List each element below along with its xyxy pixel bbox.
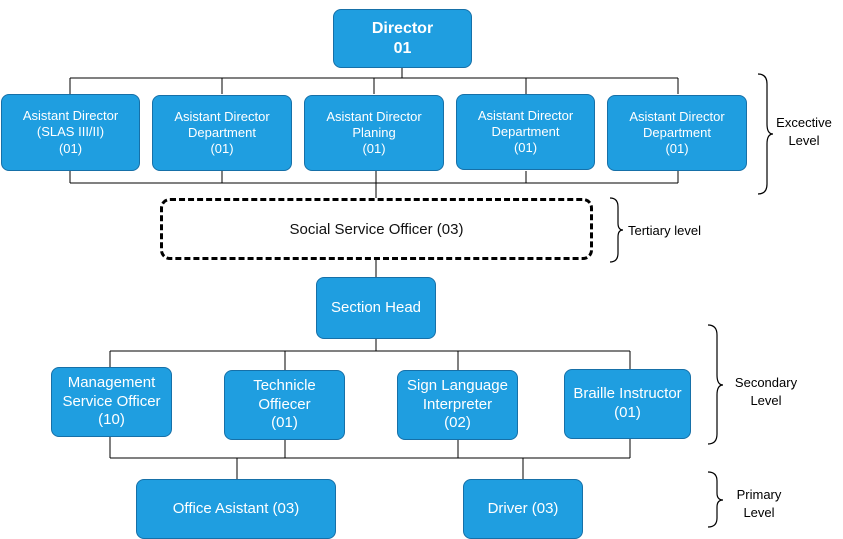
director-count: 01 (393, 39, 412, 57)
director-box: Director 01 (333, 9, 472, 68)
driver-label: Driver (03) (487, 499, 559, 517)
box-line: Sign Language (407, 376, 508, 394)
level-label-line: Secondary (734, 375, 798, 390)
level-label-line: Primary (736, 487, 782, 502)
box-line: Offiecer (258, 395, 311, 413)
level-label-line: Level (788, 132, 820, 148)
social-service-officer-label: Social Service Officer (03) (289, 220, 464, 238)
secondary-level-brace (707, 324, 724, 445)
box-line: Management (67, 373, 156, 391)
executive-level-label: Excective Level (770, 114, 838, 149)
box-count: (01) (614, 404, 641, 421)
box-count: (01) (210, 141, 234, 157)
assistant-director-box: Asistant Director Planing (01) (304, 95, 444, 171)
technical-officer-box: Technicle Offiecer (01) (224, 370, 345, 440)
level-label-line: Tertiary level (628, 223, 701, 238)
box-line: Asistant Director (629, 108, 725, 124)
box-line: Asistant Director (22, 108, 119, 124)
driver-box: Driver (03) (463, 479, 583, 539)
box-line: Department (188, 124, 256, 140)
assistant-director-box: Asistant Director Department (01) (456, 94, 595, 170)
director-title: Director (371, 19, 434, 37)
primary-level-label: Primary Level (727, 486, 791, 521)
box-count: (01) (513, 140, 538, 156)
office-assistant-box: Office Asistant (03) (136, 479, 336, 539)
office-assistant-label: Office Asistant (03) (172, 499, 300, 517)
level-label-line: Level (743, 504, 775, 520)
executive-level-brace (757, 73, 774, 195)
box-line: Asistant Director (477, 107, 574, 123)
level-label-line: Excective (776, 115, 832, 130)
box-line: Technicle (253, 376, 316, 394)
sign-language-interpreter-box: Sign Language Interpreter (02) (397, 370, 518, 440)
box-line: Department (643, 124, 711, 140)
box-line: Planing (352, 124, 396, 140)
assistant-director-box: Asistant Director (SLAS III/II) (01) (1, 94, 140, 171)
box-count: (01) (665, 141, 689, 157)
box-line: Braille Instructor (573, 385, 682, 403)
level-label-line: Level (750, 392, 782, 408)
box-count: (10) (98, 411, 125, 429)
assistant-director-box: Asistant Director Department (01) (607, 95, 747, 171)
box-line: Asistant Director (174, 108, 270, 124)
box-line: Interpreter (422, 395, 493, 413)
tertiary-level-label: Tertiary level (628, 222, 718, 240)
assistant-director-box: Asistant Director Department (01) (152, 95, 292, 171)
box-count: (01) (271, 414, 298, 432)
tertiary-level-brace (609, 197, 624, 263)
management-service-officer-box: Management Service Officer (10) (51, 367, 172, 437)
box-line: (SLAS III/II) (36, 124, 105, 140)
box-count: (02) (444, 414, 471, 432)
section-head-label: Section Head (330, 298, 422, 316)
secondary-level-label: Secondary Level (727, 374, 805, 409)
box-line: Department (491, 123, 560, 139)
primary-level-brace (707, 471, 724, 528)
box-count: (01) (362, 141, 386, 157)
box-line: Service Officer (62, 392, 161, 410)
box-line: Asistant Director (326, 108, 422, 124)
box-count: (01) (58, 140, 83, 156)
braille-instructor-box: Braille Instructor (01) (564, 369, 691, 439)
social-service-officer-box: Social Service Officer (03) (160, 198, 593, 260)
section-head-box: Section Head (316, 277, 436, 339)
